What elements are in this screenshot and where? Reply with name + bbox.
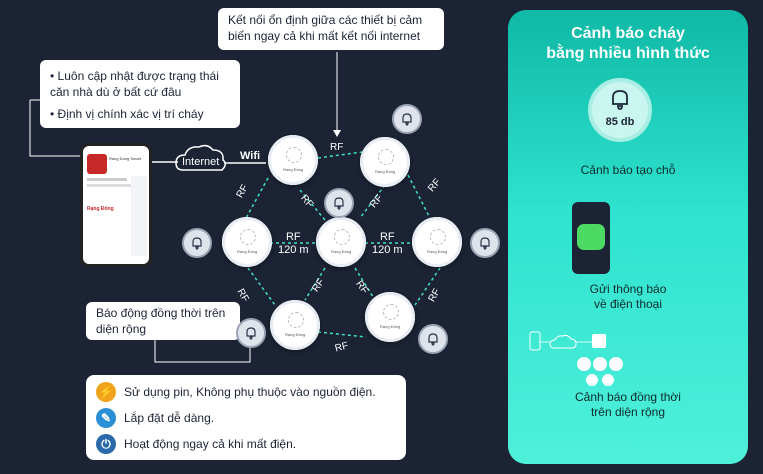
app-logo (87, 154, 107, 174)
wrench-icon: ✎ (96, 408, 116, 428)
decibel-value: 85 db (605, 116, 635, 128)
smoke-detector: Rạng Đông (365, 292, 415, 342)
phone-alert-label: Gửi thông báo về điện thoại (589, 282, 667, 311)
bell-icon (470, 228, 500, 258)
mini-network-icon (529, 331, 623, 386)
smartphone: Rang Dong Smart Rạng Đông (80, 143, 152, 267)
connector-left (29, 100, 80, 157)
app-name: Rang Dong Smart (109, 156, 142, 161)
wide-alarm-callout-text: Báo động đồng thời trên diện rộng (96, 306, 226, 336)
bell-icon (182, 228, 212, 258)
detector-brand-label: Rạng Đông (237, 249, 258, 254)
detector-brand-label: Rạng Đông (375, 169, 396, 174)
connector-bottom (154, 340, 251, 363)
phone-brand: Rạng Đông (87, 206, 114, 212)
left-callout: • Luôn cập nhật được trạng thái căn nhà … (40, 60, 240, 128)
left-callout-item-1: • Luôn cập nhật được trạng thái căn nhà … (50, 69, 219, 99)
lightning-icon: ⚡ (96, 382, 116, 402)
bell-icon (612, 90, 628, 110)
bell-icon (324, 188, 354, 218)
detector-brand-label: Rạng Đông (380, 324, 401, 329)
smoke-detector: Rạng Đông (222, 217, 272, 267)
smoke-detector: Rạng Đông (316, 217, 366, 267)
bell-icon (418, 324, 448, 354)
panel-title: Cảnh báo cháy bằng nhiều hình thức (546, 25, 710, 62)
smoke-detector: Rạng Đông (268, 135, 318, 185)
phone-notification-icon (572, 202, 610, 274)
local-alert-label: Cảnh báo tạo chỗ (580, 163, 676, 177)
wifi-label: Wifi (240, 150, 261, 162)
smoke-detector: Rạng Đông (360, 137, 410, 187)
wide-alarm-callout: Báo động đồng thời trên diện rộng (86, 302, 240, 340)
message-icon (577, 224, 605, 250)
detector-brand-label: Rạng Đông (285, 332, 306, 337)
cloud-icon (175, 144, 226, 171)
detector-brand-label: Rạng Đông (283, 167, 304, 172)
top-callout: Kết nối ổn định giữa các thiết bị cảm bi… (218, 8, 444, 50)
bell-icon (236, 318, 266, 348)
feature-install: ✎ Lắp đặt dễ dàng. (96, 405, 396, 431)
bell-icon (392, 104, 422, 134)
smoke-detector: Rạng Đông (412, 217, 462, 267)
top-callout-text: Kết nối ổn định giữa các thiết bị cảm bi… (228, 13, 423, 43)
siren-circle: 85 db (588, 78, 652, 142)
left-callout-item-2: • Định vị chính xác vị trí cháy (50, 107, 204, 121)
power-icon: ⏻ (96, 434, 116, 454)
feature-power-outage: ⏻ Hoạt động ngay cả khi mất điện. (96, 431, 396, 457)
detector-brand-label: Rạng Đông (331, 249, 352, 254)
rf-label: RF (330, 142, 344, 153)
internet-label: Internet (182, 156, 220, 168)
rf-links (244, 151, 441, 338)
wide-alert-label: Cảnh báo đồng thời trên diện rộng (575, 390, 681, 419)
features-box: ⚡ Sử dụng pin, Không phụ thuộc vào nguồn… (86, 375, 406, 460)
alert-methods-panel: Cảnh báo cháy bằng nhiều hình thức 85 db… (508, 10, 748, 464)
detector-brand-label: Rạng Đông (427, 249, 448, 254)
feature-battery: ⚡ Sử dụng pin, Không phụ thuộc vào nguồn… (96, 379, 396, 405)
smoke-detector: Rạng Đông (270, 300, 320, 350)
